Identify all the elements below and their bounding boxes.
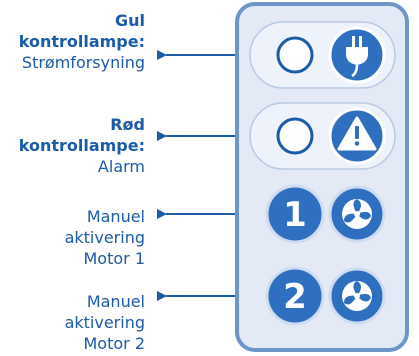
label-motor1-line2: aktivering — [64, 228, 145, 247]
label-red-lamp-title2: kontrollampe: — [18, 136, 145, 155]
label-red-lamp-desc: Alarm — [97, 157, 145, 176]
label-red-lamp-title: Rød — [110, 115, 145, 134]
label-yellow-lamp: Gul kontrollampe: Strømforsyning — [19, 10, 145, 73]
motor2-button[interactable] — [265, 266, 325, 326]
label-motor2: Manuel aktivering Motor 2 — [65, 291, 145, 354]
label-motor2-line1: Manuel — [86, 292, 145, 311]
label-motor1-line1: Manuel — [86, 207, 145, 226]
motor1-button[interactable] — [265, 184, 325, 244]
warning-icon — [328, 107, 386, 165]
label-yellow-lamp-title: Gul — [114, 11, 145, 30]
panel-body — [235, 2, 409, 352]
label-yellow-lamp-title2: kontrollampe: — [18, 32, 145, 51]
motor1-number: 1 — [283, 195, 307, 235]
label-motor2-line2: aktivering — [64, 313, 145, 332]
label-motor1: Manuel aktivering Motor 1 — [65, 206, 145, 269]
fan-icon — [328, 185, 386, 243]
label-red-lamp: Rød kontrollampe: Alarm — [19, 114, 145, 177]
label-motor1-line3: Motor 1 — [83, 249, 146, 268]
plug-icon — [328, 26, 386, 84]
label-motor2-line3: Motor 2 — [83, 334, 146, 353]
yellow-lamp-indicator — [276, 36, 314, 74]
fan-icon — [328, 267, 386, 325]
red-lamp-indicator — [276, 117, 314, 155]
motor2-number: 2 — [283, 277, 307, 317]
label-yellow-lamp-desc: Strømforsyning — [21, 53, 145, 72]
